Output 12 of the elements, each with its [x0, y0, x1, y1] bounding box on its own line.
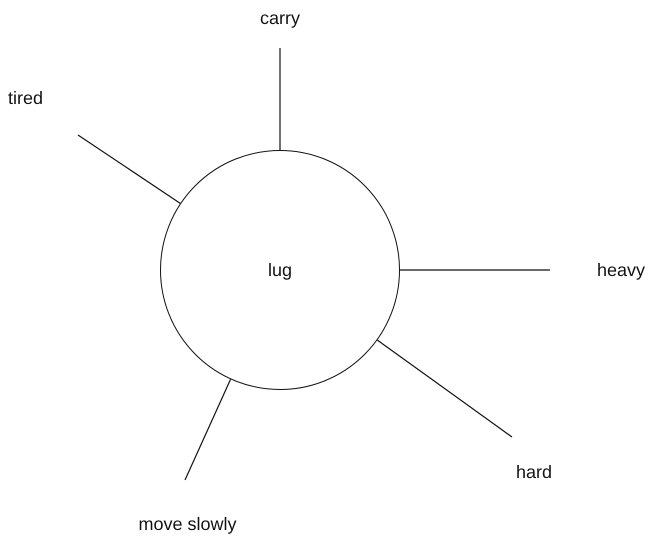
connector-line: [279, 48, 281, 150]
connector-line: [400, 269, 550, 271]
connector-line: [377, 340, 512, 438]
concept-circle: [160, 150, 400, 390]
associated-word: heavy: [596, 260, 645, 280]
associated-word: move slowly: [138, 514, 237, 535]
associated-word: tired: [8, 88, 44, 109]
associated-word: carry: [260, 8, 300, 29]
connector-line: [78, 134, 181, 204]
associated-word: hard: [516, 462, 552, 483]
connector-line: [184, 379, 232, 480]
center-word: lug: [268, 260, 292, 280]
